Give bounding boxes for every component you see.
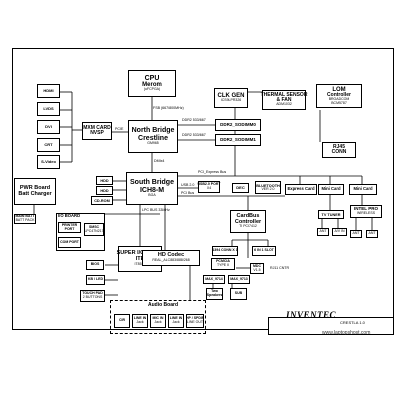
max9714-block: MAX_9714 xyxy=(203,275,225,284)
pcie-label: PCIE xyxy=(115,127,124,131)
rj11-label: RJ11 CNTR xyxy=(270,266,290,270)
audio-jack-hp-spdif: HP / SPDIF LINE OUT xyxy=(186,314,204,328)
video-out-hdmi: HDMI xyxy=(37,84,60,98)
io-board-group xyxy=(56,213,105,251)
nb-name: Crestline xyxy=(138,134,168,142)
clk-gen-block: CLK GEN ICS9LPR326 xyxy=(214,88,248,108)
com-port-block: COM PORT xyxy=(58,237,81,248)
ddr-bus1-label: DDR2 533/667 xyxy=(182,133,206,137)
kb-led-block: KB / LED xyxy=(86,275,105,285)
usb-ports-block: USB2.0 PORT X4 xyxy=(198,181,220,193)
hdd2-block: HDD xyxy=(96,186,113,195)
lom-sub: Controller xyxy=(327,91,351,98)
mxm-sub: NVSP xyxy=(90,130,104,136)
antenna-2: ANT xyxy=(350,230,362,238)
sodimm0-block: DDR2_SODIMM0 xyxy=(215,119,261,131)
smsc-block: SMSC LPC47N217 xyxy=(84,223,104,236)
audio-jack-cir: CIR xyxy=(114,314,130,328)
hdd1-block: HDD xyxy=(96,176,113,185)
sb-title: South Bridge xyxy=(130,179,174,187)
video-out-dvi: DVI xyxy=(37,120,60,134)
printer-port-block: PRINTER PORT xyxy=(58,222,81,233)
sb-name: ICH8-M xyxy=(139,186,165,194)
sub-woofer-block: SUB xyxy=(230,288,247,300)
antenna-3: ANT xyxy=(366,230,378,238)
cpu-sub: (uFCPGA) xyxy=(143,87,161,92)
diagram-border xyxy=(12,48,394,330)
bluetooth-block: BLUETOOTH VER 2.0 xyxy=(255,181,281,194)
audio-jack-line-in-1: LINE IN Jack xyxy=(132,314,148,328)
model-text: CRESTLA 1.0 xyxy=(340,320,365,325)
video-out-svideo: S-Video xyxy=(37,155,60,169)
cardbus-block: CardBus Controller TI PCI7412 xyxy=(230,210,266,233)
clk-gen-sub: ICS9LPR326 xyxy=(220,98,242,103)
mxm-title: MXM CARD xyxy=(83,124,111,131)
video-out-lvds: LVDS xyxy=(37,102,60,116)
antenna-1: ANT xyxy=(317,228,329,236)
hd-codec-block: HD Codec REAL_ALC883/888/268 xyxy=(142,250,200,266)
clk-gen-title: CLK GEN xyxy=(217,93,245,100)
usb-label: USB 2.0 xyxy=(181,183,195,187)
pcmcia-block: PCMCIA TYPE II xyxy=(211,258,235,270)
sb-sub: BGA xyxy=(148,193,156,197)
rj45-title: RJ45 xyxy=(333,143,345,150)
lom-block: LOM Controller BROADCOM BCM5787 xyxy=(316,84,362,108)
touch-pad-block: TOUCH PAD 2 BUTTONS xyxy=(80,290,105,302)
fsb-label: FSB (667/800MHz) xyxy=(153,106,184,110)
sodimm1-block: DDR2_SODIMM1 xyxy=(215,134,261,146)
ieee1394-block: 1394 CONN X 1 xyxy=(212,246,238,256)
rj45-sub: CONN xyxy=(331,149,347,155)
lom-sub3: BCM5787 xyxy=(331,100,347,105)
brand-text: INVENTEC xyxy=(286,310,337,320)
thermal-sub2: ADM1032 xyxy=(276,102,292,107)
lpc-label: LPC BUS 33MHz xyxy=(142,208,170,212)
audio-board-group xyxy=(110,300,206,334)
cpu-name: Merom xyxy=(142,82,162,89)
cpu-title: CPU xyxy=(144,74,160,82)
intel-pro-block: INTEL PRO WIRELESS xyxy=(350,205,382,218)
dmi-label: DMIx4 xyxy=(154,159,165,163)
mdc-block: MDC V1.5 xyxy=(250,263,264,274)
main-batt-block: MAIN BATT BATT PACK xyxy=(14,214,36,224)
bios-block: BIOS xyxy=(86,260,104,270)
mini-card1-block: Mini Card xyxy=(318,184,344,195)
max9713-block: MAX_9713 xyxy=(228,275,250,284)
title-block xyxy=(268,317,394,335)
mini-card2-block: Mini Card xyxy=(349,184,377,195)
tv-tuner-block: TV TUNER xyxy=(318,210,344,219)
speakers-block: Two Speakers xyxy=(206,288,223,300)
cpu-block: CPU Merom (uFCPGA) xyxy=(128,70,176,97)
thermal-title: THERMAL SENSOR xyxy=(260,91,308,98)
lom-title: LOM xyxy=(332,86,346,93)
nb-sub: GM965 xyxy=(147,141,159,145)
thermal-block: THERMAL SENSOR & FAN ADM1032 xyxy=(260,90,308,110)
south-bridge-block: South Bridge ICH8-M BGA xyxy=(126,172,178,205)
rj45-block: RJ45 CONN xyxy=(322,142,356,158)
audio-jack-line-in-2: LINE IN Jack xyxy=(168,314,184,328)
nb-title: North Bridge xyxy=(131,127,175,135)
antenna-av-in: A/V IN xyxy=(332,228,347,236)
watermark-text: www.laptopshost.com xyxy=(322,330,371,336)
io-board-title: I/O BOARD xyxy=(58,213,81,218)
north-bridge-block: North Bridge Crestline GM965 xyxy=(128,120,178,153)
lom-sub2: BROADCOM xyxy=(328,97,350,102)
pci-bus-label: PCI Bus xyxy=(181,191,195,195)
card-reader-block: 6 IN 1 SLOT xyxy=(252,246,276,256)
thermal-sub: & FAN xyxy=(276,97,292,104)
mxm-card-block: MXM CARD NVSP xyxy=(82,122,112,140)
audio-board-title: Audio Board xyxy=(148,302,178,308)
video-out-crt: CRT xyxy=(37,138,60,152)
audio-jack-mic-in: MIC IN Jack xyxy=(150,314,166,328)
dec-block: DEC xyxy=(232,183,249,193)
express-card-block: Express Card xyxy=(285,184,317,195)
cdrom-block: CD-ROM xyxy=(91,196,113,205)
pwr-board-block: PWR Board Batt Charger xyxy=(14,178,56,205)
pci-express-label: PCI_Express Bus xyxy=(198,170,227,174)
ddr-bus0-label: DDR2 533/667 xyxy=(182,118,206,122)
